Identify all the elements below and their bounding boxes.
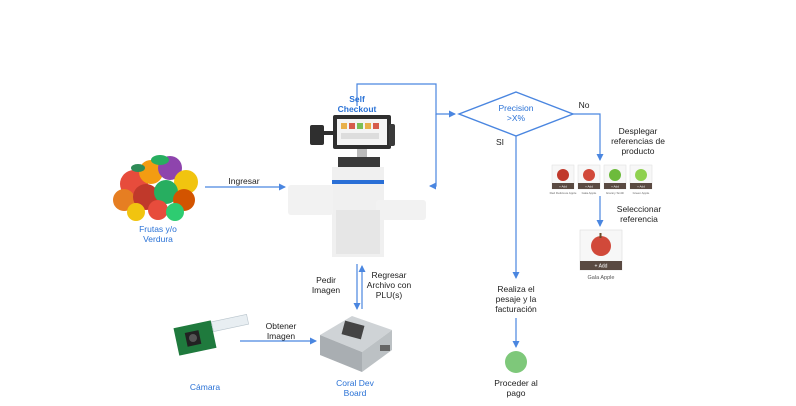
- fruits-line1: Frutas y/o: [139, 224, 177, 234]
- fruits-line2: Verdura: [143, 234, 173, 244]
- apple-card[interactable]: + Add Green Apple: [629, 164, 653, 195]
- regresar-line2: Archivo con: [366, 280, 412, 290]
- payment-line1: Proceder al: [494, 378, 538, 388]
- desplegar-line3: producto: [621, 146, 655, 156]
- self-checkout-line1: Self: [349, 94, 365, 104]
- camera-image: [173, 314, 250, 356]
- apple-card-add: + Add: [637, 185, 645, 189]
- payment-node: [505, 351, 527, 373]
- edge-label-si: SI: [495, 137, 505, 147]
- self-checkout-line2: Checkout: [337, 104, 377, 114]
- apple-card-add: + Add: [559, 185, 567, 189]
- apple-card[interactable]: + Add Granny Smith: [603, 164, 627, 195]
- connectors: [205, 83, 604, 348]
- apple-card-add: + Add: [611, 185, 619, 189]
- apple-card-name: Green Apple: [633, 191, 650, 195]
- seleccionar-line2: referencia: [620, 214, 658, 224]
- realiza-line3: facturación: [495, 304, 537, 314]
- edge-label-regresar: Regresar Archivo con PLU(s): [362, 270, 416, 300]
- edge-label-ingresar: Ingresar: [228, 176, 260, 186]
- edge-kiosk-decision: [356, 83, 456, 118]
- payment-line2: pago: [506, 388, 526, 398]
- self-checkout-kiosk: [288, 115, 426, 257]
- edge-label-desplegar: Desplegar referencias de producto: [598, 126, 678, 156]
- pedir-line1: Pedir: [316, 275, 336, 285]
- self-checkout-label: Self Checkout: [322, 94, 392, 114]
- gala-apple-card[interactable]: + Add Gala Apple: [579, 229, 623, 281]
- edge-no: [573, 113, 604, 161]
- apple-card-name: Red Delicious Apple: [550, 191, 577, 195]
- apple-card[interactable]: + Add Gala Apple: [577, 164, 601, 195]
- desplegar-line1: Desplegar: [618, 126, 658, 136]
- coral-board-image: [320, 316, 392, 372]
- regresar-line1: Regresar: [371, 270, 407, 280]
- edge-label-pedir: Pedir Imagen: [302, 275, 350, 295]
- regresar-line3: PLU(s): [375, 290, 403, 300]
- obtener-line1: Obtener: [265, 321, 297, 331]
- apple-card-add: + Add: [585, 185, 593, 189]
- fruits-image: [113, 155, 198, 221]
- seleccionar-line1: Seleccionar: [616, 204, 662, 214]
- edge-decision-kiosk: [429, 114, 437, 190]
- apple-card-name: Gala Apple: [582, 191, 597, 195]
- coral-line2: Board: [343, 388, 367, 398]
- pedir-line2: Imagen: [311, 285, 341, 295]
- edge-label-seleccionar: Seleccionar referencia: [604, 204, 674, 224]
- realiza-line1: Realiza el: [497, 284, 535, 294]
- desplegar-line2: referencias de: [611, 136, 665, 146]
- obtener-line2: Imagen: [266, 331, 296, 341]
- decision-label: Precision >X%: [486, 103, 546, 123]
- coral-line1: Coral Dev: [336, 378, 374, 388]
- apple-cards: + Add Red Delicious Apple + Add Gala App…: [550, 164, 653, 195]
- fruits-label: Frutas y/o Verdura: [120, 224, 196, 244]
- decision-line2: >X%: [506, 113, 526, 123]
- payment-label: Proceder al pago: [480, 378, 552, 398]
- realiza-line2: pesaje y la: [495, 294, 537, 304]
- apple-card[interactable]: + Add Red Delicious Apple: [550, 164, 577, 195]
- camera-label: Cámara: [189, 382, 221, 392]
- edge-label-no: No: [578, 100, 590, 110]
- edge-label-obtener: Obtener Imagen: [254, 321, 308, 341]
- gala-name-label: Gala Apple: [588, 275, 615, 281]
- apple-card-name: Granny Smith: [606, 191, 625, 195]
- decision-line1: Precision: [498, 103, 534, 113]
- edge-label-realiza: Realiza el pesaje y la facturación: [480, 284, 552, 314]
- coral-label: Coral Dev Board: [325, 378, 385, 398]
- gala-add-label: + Add: [595, 264, 608, 270]
